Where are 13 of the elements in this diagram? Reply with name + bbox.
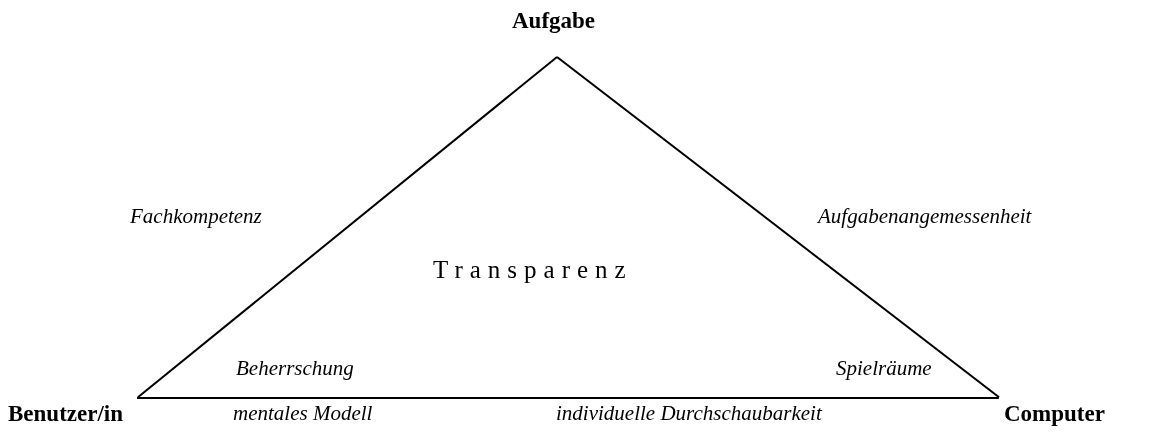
aspect-label: Spielräume bbox=[836, 356, 932, 380]
triangle-side bbox=[136, 397, 1000, 399]
vertex-label: Aufgabe bbox=[512, 8, 596, 33]
vertex-label: Benutzer/in bbox=[8, 401, 123, 426]
aspect-label: individuelle Durchschaubarkeit bbox=[556, 401, 822, 425]
aspect-label: Fachkompetenz bbox=[130, 204, 262, 228]
vertex-label: Computer bbox=[1004, 401, 1105, 426]
aspect-label: Beherrschung bbox=[236, 356, 354, 380]
aspect-label: Aufgabenangemessenheit bbox=[818, 204, 1032, 228]
center-label: Transparenz bbox=[433, 258, 633, 282]
aspect-label: mentales Modell bbox=[233, 401, 373, 425]
triangle-side bbox=[136, 56, 558, 399]
triangle-side bbox=[556, 56, 1001, 399]
